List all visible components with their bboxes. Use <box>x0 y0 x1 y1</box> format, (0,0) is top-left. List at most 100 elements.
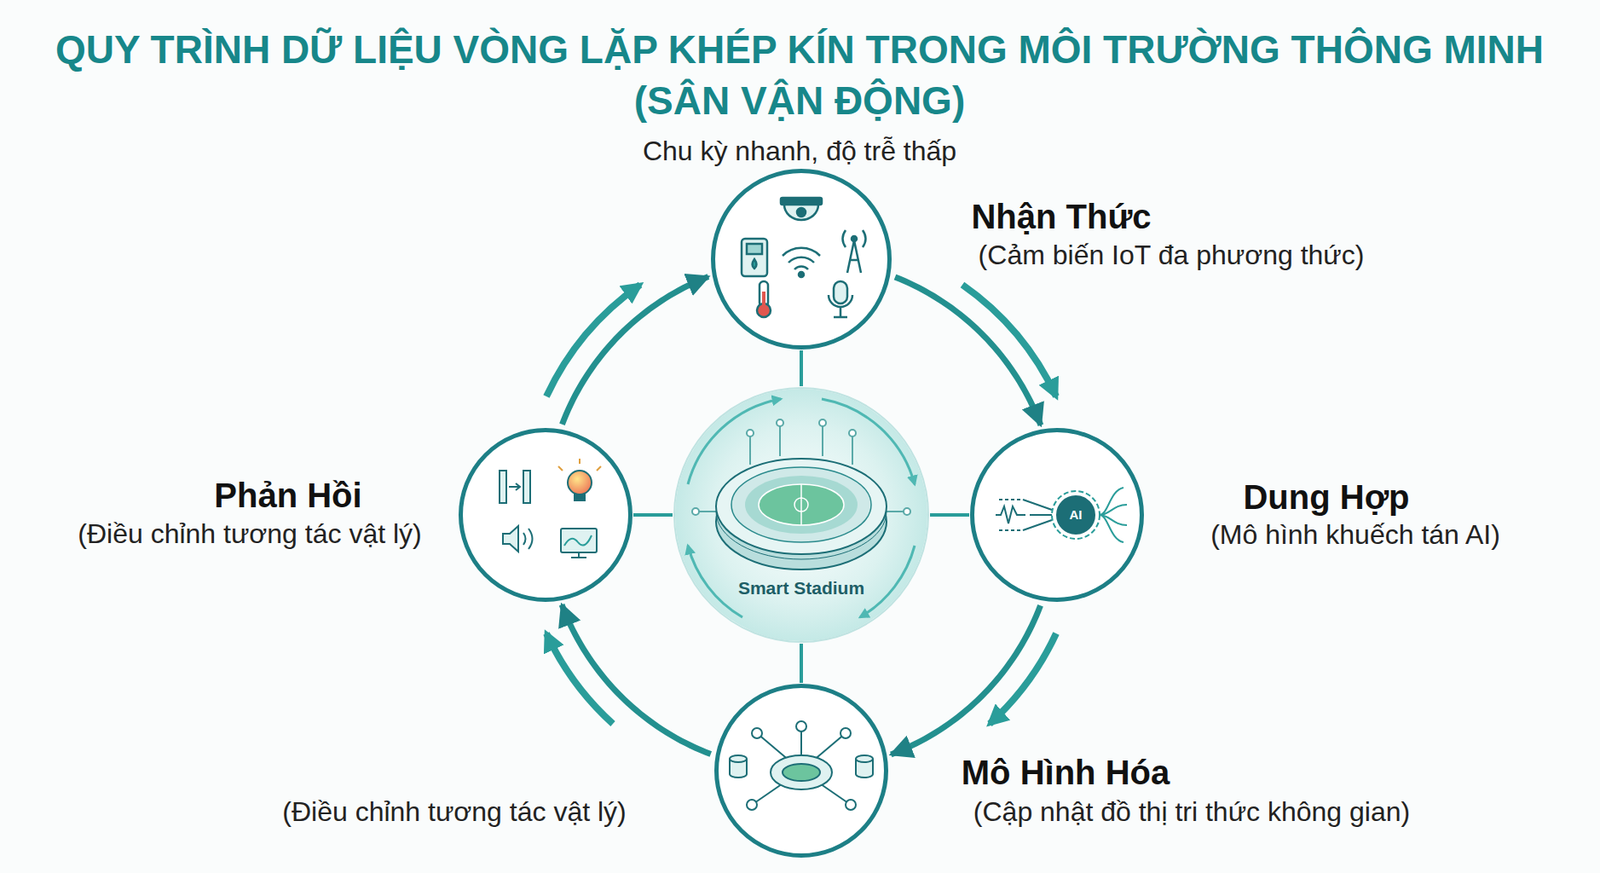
ai-fusion-icon <box>1099 487 1127 543</box>
ai-fusion-icon <box>1022 499 1052 531</box>
stage-description: (Mô hình khuếch tán AI) <box>1210 518 1501 551</box>
feedback-actuator-icons <box>574 494 585 501</box>
knowledge-graph-icon <box>796 721 807 732</box>
node-disc <box>712 170 890 348</box>
ai-fusion-icon <box>995 506 1026 524</box>
sensor-icons <box>828 294 853 318</box>
stadium-illustration <box>716 458 887 555</box>
outer-cycle-arrow <box>962 284 1057 397</box>
sensor-icons <box>784 204 819 220</box>
feedback-actuator-icons <box>558 458 601 471</box>
sensor-icons <box>746 243 763 255</box>
stadium-illustration <box>731 467 872 543</box>
knowledge-graph-icon <box>729 721 873 810</box>
sensor-icons <box>851 236 857 242</box>
stage-description: (Cập nhật đồ thị tri thức không gian) <box>973 795 1410 828</box>
sensor-icons <box>741 197 867 318</box>
stage-circle: Dung Hợp(Mô hình khuếch tán AI) <box>970 427 1144 602</box>
circle-outline <box>461 430 631 601</box>
circle-outline <box>713 171 890 348</box>
knowledge-graph-icon <box>751 726 851 805</box>
inner-cycle-arrow <box>687 398 915 618</box>
knowledge-graph-icon <box>840 727 851 739</box>
icon-label: AI <box>1069 507 1083 523</box>
sensor-icons <box>798 271 804 278</box>
feedback-actuator-icons <box>560 528 597 553</box>
feedback-actuator-icons <box>523 528 533 549</box>
sensor-icons <box>752 259 757 269</box>
feedback-actuator-icons <box>499 470 507 503</box>
stadium-illustration <box>746 429 754 437</box>
hub-link <box>799 350 803 387</box>
stage-description: (Điều chỉnh tương tác vật lý) <box>282 795 626 828</box>
circle-outline <box>673 387 930 643</box>
cycle-arrow <box>890 605 1040 755</box>
hub-circle: Smart Stadium <box>673 387 930 643</box>
stage-heading: Dung Hợp <box>1242 476 1410 518</box>
cycle-arrow <box>895 277 1041 426</box>
feedback-actuator-icons <box>523 470 531 503</box>
knowledge-graph-icon <box>746 799 757 810</box>
stage-circle: Mô Hình Hóa(Cập nhật đồ thị tri thức khô… <box>714 683 889 858</box>
sensor-icons <box>833 281 848 304</box>
knowledge-graph-icon <box>770 755 832 790</box>
ai-fusion-icon <box>1051 490 1100 539</box>
circle-outline <box>972 430 1143 601</box>
cycle-arrow <box>561 604 711 754</box>
stage-description: (Cảm biến IoT đa phương thức) <box>978 238 1365 272</box>
stage-heading: Phản Hồi <box>213 474 362 516</box>
node-disc <box>716 685 887 856</box>
hub-link <box>799 643 803 683</box>
circle-outline <box>710 168 892 350</box>
stadium-illustration <box>776 419 784 427</box>
stadium-illustration <box>745 475 858 534</box>
hub-link <box>929 513 970 517</box>
stage-heading: Nhận Thức <box>970 196 1151 237</box>
stadium-illustration <box>692 419 911 570</box>
hub-label: Smart Stadium <box>738 577 865 599</box>
knowledge-graph-icon <box>751 727 763 739</box>
sensor-icons <box>843 230 867 273</box>
cycle-arrow <box>561 277 708 425</box>
stage-circle: Nhận Thức(Cảm biến IoT đa phương thức) <box>710 168 892 350</box>
knowledge-graph-icon <box>855 755 873 763</box>
outer-cycle-arrow <box>546 284 641 397</box>
inner-cycle-arrow <box>687 545 743 618</box>
stadium-illustration <box>794 497 809 512</box>
ai-fusion-icon <box>1057 496 1095 534</box>
stadium-illustration <box>758 484 844 526</box>
outer-cycle-arrow <box>546 284 1057 724</box>
circle-outline <box>716 686 887 856</box>
circle-outline <box>674 387 929 642</box>
stage-circle: Phản Hồi(Điều chỉnh tương tác vật lý) <box>458 427 633 602</box>
stadium-illustration <box>692 508 699 515</box>
stadium-illustration <box>800 484 803 526</box>
node-disc <box>675 388 928 642</box>
circle-outline <box>714 683 889 858</box>
sensor-icons <box>741 238 768 277</box>
knowledge-graph-icon <box>845 799 856 810</box>
feedback-actuator-icons <box>567 470 592 495</box>
stage-heading: Mô Hình Hóa <box>961 751 1170 793</box>
stadium-illustration <box>819 419 826 427</box>
stadium-illustration <box>903 508 911 515</box>
circle-outline <box>458 427 633 602</box>
feedback-actuator-icons <box>571 552 587 558</box>
sensor-icons <box>797 207 806 217</box>
stadium-illustration <box>849 429 856 437</box>
node-disc <box>460 170 1143 856</box>
node-disc <box>971 429 1143 601</box>
diagram-title: QUY TRÌNH DỮ LIỆU VÒNG LẶP KHÉP KÍN TRON… <box>23 23 1576 127</box>
knowledge-graph-icon <box>729 755 747 763</box>
feedback-actuator-icons <box>508 483 520 491</box>
subtitle: Chu kỳ nhanh, độ trễ thấp <box>642 134 957 168</box>
stage-description: (Điều chỉnh tương tác vật lý) <box>77 517 422 550</box>
feedback-actuator-icons <box>499 458 601 558</box>
ai-fusion-icon <box>995 487 1127 543</box>
node-disc <box>460 429 631 601</box>
knowledge-graph-icon <box>782 763 821 781</box>
circle-outline <box>970 427 1144 602</box>
